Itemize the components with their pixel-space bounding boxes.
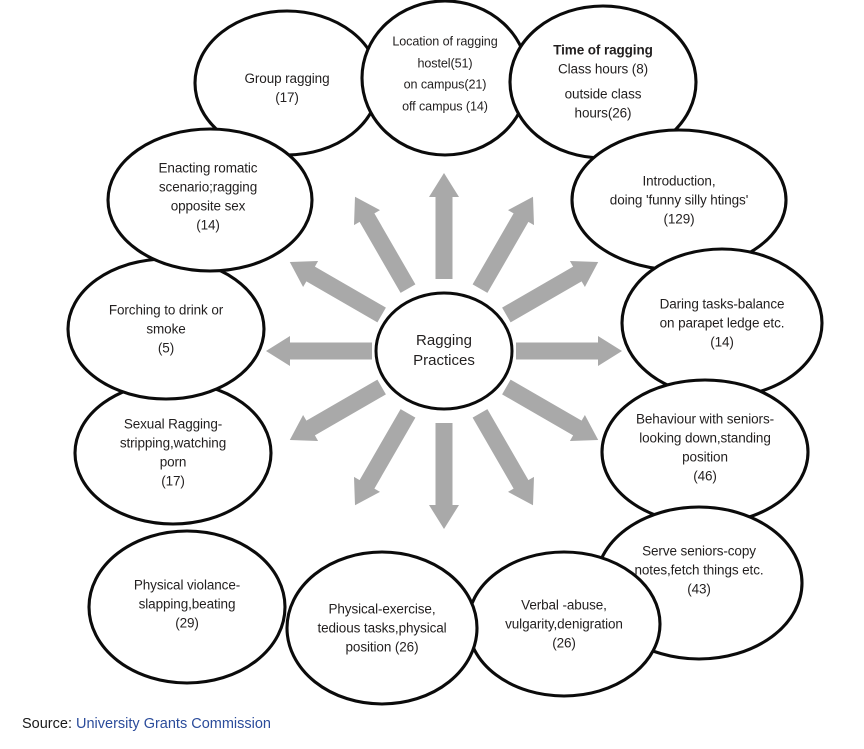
radiating-arrow-6 bbox=[472, 409, 534, 506]
ragging-practices-diagram: Ragging Practices Group ragging (17)Loca… bbox=[66, 0, 824, 706]
radiating-arrow-12 bbox=[354, 196, 416, 293]
node-ellipse-physical-exercise bbox=[285, 550, 479, 706]
node-ellipse-verbal-abuse bbox=[466, 550, 662, 698]
radiating-arrow-group bbox=[266, 173, 622, 529]
radiating-arrow-11 bbox=[289, 261, 386, 323]
source-prefix: Source: bbox=[22, 716, 72, 732]
radiating-arrow-2 bbox=[472, 196, 534, 293]
source-link[interactable]: University Grants Commission bbox=[76, 716, 272, 732]
radiating-arrow-10 bbox=[266, 336, 372, 366]
node-ellipse-location-of-ragging bbox=[360, 0, 530, 157]
node-ellipse-physical-violence bbox=[87, 529, 287, 685]
node-ellipse-group bbox=[66, 0, 824, 706]
source-caption: Source: University Grants Commission bbox=[22, 716, 271, 732]
radiating-arrow-7 bbox=[429, 423, 459, 529]
center-node-ellipse bbox=[374, 291, 514, 411]
node-ellipse-sexual-ragging bbox=[73, 380, 273, 526]
node-ellipse-daring-tasks bbox=[620, 247, 824, 399]
node-ellipse-behaviour-with-seniors bbox=[600, 378, 810, 526]
radiating-arrow-5 bbox=[502, 379, 599, 441]
node-ellipse-forcing-to-drink-or-smoke bbox=[66, 257, 266, 401]
radiating-arrow-1 bbox=[429, 173, 459, 279]
radiating-arrow-4 bbox=[516, 336, 622, 366]
node-ellipse-enacting-romantic-scenario bbox=[106, 127, 314, 273]
radiating-arrow-9 bbox=[289, 379, 386, 441]
diagram-canvas bbox=[66, 0, 824, 706]
radiating-arrow-8 bbox=[354, 409, 416, 506]
node-ellipse-introduction-funny-silly-things bbox=[570, 128, 788, 272]
radiating-arrow-3 bbox=[502, 261, 599, 323]
